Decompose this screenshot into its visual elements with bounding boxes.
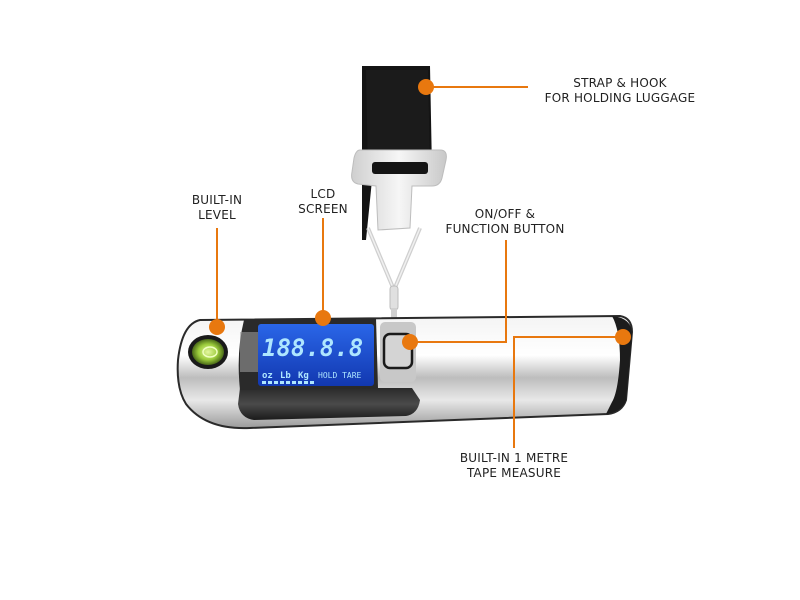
callout-label-line: TAPE MEASURE [466,466,562,480]
callout-label-button: ON/OFF & FUNCTION BUTTON [440,207,570,237]
lcd-screen: 188.8.8 oz Lb Kg HOLD TARE [258,324,374,386]
callout-label-line: ON/OFF & [474,207,536,221]
spirit-level-bubble-icon [188,335,228,369]
callout-label-line: LCD [310,187,336,201]
callout-dot-button [402,334,418,350]
callout-dot-strap [418,79,434,95]
callout-label-lcd: LCD SCREEN [293,187,353,217]
callout-label-line: FUNCTION BUTTON [445,222,565,236]
callout-label-line: BUILT-IN 1 METRE [459,451,569,465]
callout-line-button [410,240,507,343]
callout-dot-level [209,319,225,335]
lcd-unit-lb: Lb [280,371,291,381]
callout-label-line: SCREEN [298,202,348,216]
callout-label-strap: STRAP & HOOK FOR HOLDING LUGGAGE [540,76,700,106]
lcd-battery-bar [262,381,314,384]
callout-label-line: BUILT-IN [191,193,243,207]
lcd-unit-kg: Kg [298,371,309,381]
lcd-unit-oz: oz [262,371,273,381]
hook-buckle [351,149,447,322]
callout-dot-lcd [315,310,331,326]
lcd-reading: 188.8.8 [262,334,363,362]
callout-lines [216,86,623,448]
callout-label-level: BUILT-IN LEVEL [178,193,256,223]
callout-line-tape [513,336,623,448]
callout-label-line: LEVEL [198,208,236,222]
callout-dot-tape [615,329,631,345]
callout-label-line: FOR HOLDING LUGGAGE [544,91,696,105]
callout-label-line: STRAP & HOOK [573,76,667,90]
lcd-status: HOLD TARE [318,371,362,380]
callout-markers [209,79,631,350]
callout-label-tape: BUILT-IN 1 METRE TAPE MEASURE [446,451,582,481]
